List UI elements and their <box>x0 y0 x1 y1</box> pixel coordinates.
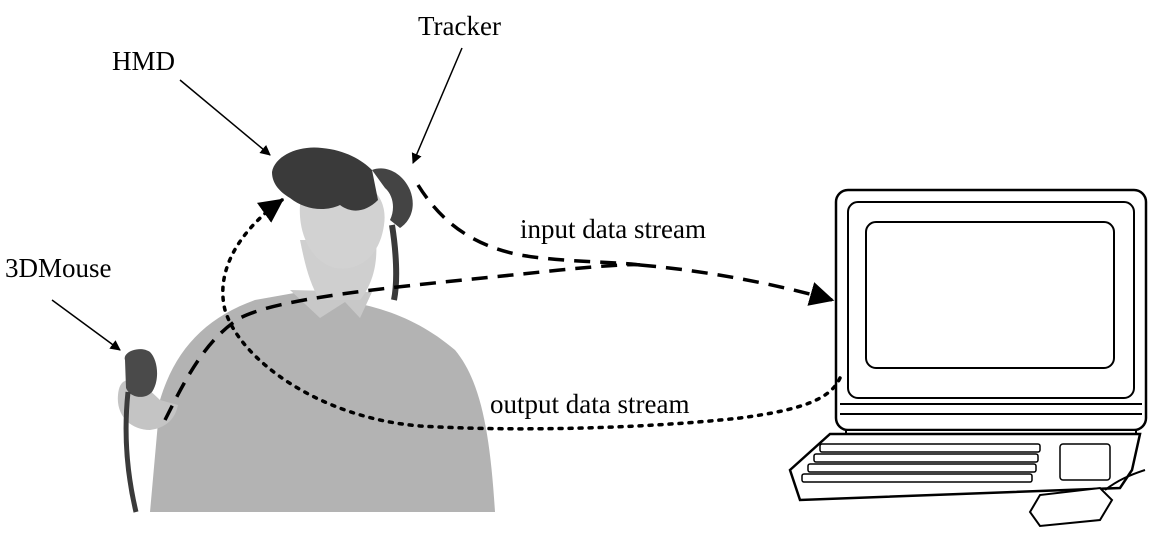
tracker-pointer <box>411 47 463 164</box>
computer <box>788 188 1148 528</box>
tracker-device <box>372 168 413 228</box>
mouse-pointer <box>51 299 121 351</box>
label-input-stream: input data stream <box>520 214 706 244</box>
input-stream-to-computer <box>639 263 835 306</box>
keyboard-keys <box>801 443 1111 483</box>
hmd-pointer <box>179 79 271 156</box>
input-stream-from-tracker <box>416 184 641 267</box>
mouse-cable <box>123 391 139 513</box>
mouse-device <box>124 349 158 397</box>
hmd-headset <box>272 147 378 211</box>
desk-mouse-cable <box>1104 469 1146 491</box>
label-3dmouse: 3DMouse <box>5 253 112 283</box>
monitor-screen <box>865 221 1115 369</box>
user-photo <box>117 147 495 513</box>
desk-mouse <box>1028 486 1114 528</box>
label-tracker: Tracker <box>418 11 501 41</box>
hmd-cable <box>389 224 400 301</box>
output-stream <box>221 198 842 431</box>
label-hmd: HMD <box>112 46 175 76</box>
label-output-stream: output data stream <box>490 389 689 419</box>
